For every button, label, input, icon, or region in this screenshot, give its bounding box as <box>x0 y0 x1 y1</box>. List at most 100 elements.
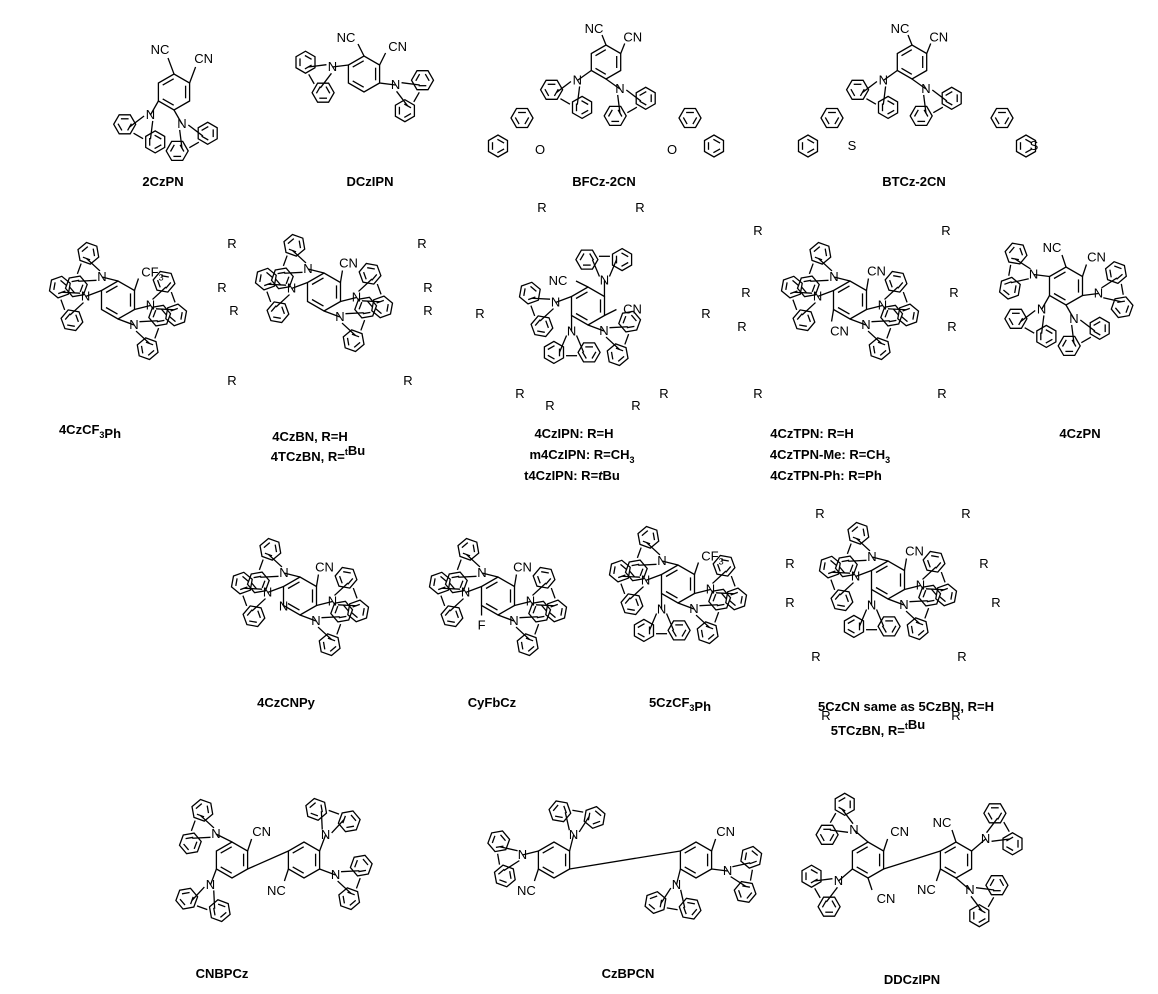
carbazole-nitrogen-label: N <box>834 873 843 888</box>
carbazole-nitrogen-label: N <box>861 317 870 332</box>
carbazole-nitrogen-label: N <box>921 81 930 96</box>
caption-5czcf3ph: 5CzCF3Ph <box>649 695 711 714</box>
nitrile-label: CN <box>830 324 849 339</box>
caption-czbpcn: CzBPCN <box>602 966 655 981</box>
caption-ddczipn: DDCzIPN <box>884 972 940 987</box>
carbazole-nitrogen-label: N <box>81 289 90 304</box>
substituent-r-label: R <box>815 506 824 521</box>
carbazole-nitrogen-label: N <box>129 317 138 332</box>
carbazole-nitrogen-label: N <box>303 261 312 276</box>
carbazole-nitrogen-label: N <box>328 59 337 74</box>
caption-5czcn: 5CzCN same as 5CzBN, R=H <box>818 699 994 714</box>
carbazole-nitrogen-label: N <box>615 81 624 96</box>
substituent-r-label: R <box>941 223 950 238</box>
caption-5tczbn: 5TCzBN, R=tBu <box>831 717 925 738</box>
carbazole-nitrogen-label: N <box>461 585 470 600</box>
substituent-r-label: R <box>635 200 644 215</box>
carbazole-nitrogen-label: N <box>829 269 838 284</box>
thiophene-sulfur-label: S <box>1030 138 1039 153</box>
carbazole-nitrogen-label: N <box>600 273 609 288</box>
carbazole-nitrogen-label: N <box>477 565 486 580</box>
substituent-r-label: R <box>785 556 794 571</box>
nitrile-label: CN <box>623 302 642 317</box>
caption-4cztpn-ph: 4CzTPN-Ph: R=Ph <box>770 468 882 483</box>
carbazole-nitrogen-label: N <box>573 73 582 88</box>
substituent-r-label: R <box>631 398 640 413</box>
substituent-r-label: R <box>537 200 546 215</box>
caption-dczipn: DCzIPN <box>347 174 394 189</box>
substituent-r-label: R <box>737 319 746 334</box>
carbazole-nitrogen-label: N <box>1029 267 1038 282</box>
caption-4czpn: 4CzPN <box>1059 426 1100 441</box>
nitrile-label: NC <box>151 42 170 57</box>
caption-btcz-2cn: BTCz-2CN <box>882 174 946 189</box>
nitrile-label: CN <box>877 891 896 906</box>
caption-4tczbn: 4TCzBN, R=tBu <box>271 443 365 464</box>
carbazole-nitrogen-label: N <box>335 309 344 324</box>
substituent-r-label: R <box>227 236 236 251</box>
substituent-r-label: R <box>423 280 432 295</box>
substituent-r-label: R <box>417 236 426 251</box>
carbazole-nitrogen-label: N <box>551 295 560 310</box>
nitrile-label: NC <box>337 30 356 45</box>
nitrile-label: CN <box>513 560 532 575</box>
nitrile-label: CN <box>623 30 642 45</box>
nitrile-label: NC <box>891 21 910 36</box>
substituent-r-label: R <box>947 319 956 334</box>
nitrile-label: CN <box>716 824 735 839</box>
substituent-r-label: R <box>957 649 966 664</box>
carbazole-nitrogen-label: N <box>1094 286 1103 301</box>
substituent-r-label: R <box>475 306 484 321</box>
nitrile-label: CN <box>339 256 358 271</box>
caption-4czbn: 4CzBN, R=H <box>272 429 348 444</box>
substituent-r-label: R <box>811 649 820 664</box>
nitrile-label: NC <box>585 21 604 36</box>
carbazole-nitrogen-label: N <box>879 73 888 88</box>
substituent-r-label: R <box>961 506 970 521</box>
carbazole-nitrogen-label: N <box>599 323 608 338</box>
caption-cnbpcz: CNBPCz <box>196 966 249 981</box>
carbazole-nitrogen-label: N <box>867 549 876 564</box>
carbazole-nitrogen-label: N <box>706 582 715 597</box>
caption-4czipn: 4CzIPN: R=H <box>534 426 613 441</box>
furan-oxygen-label: O <box>535 142 545 157</box>
substituent-r-label: R <box>227 373 236 388</box>
substituent-r-label: R <box>701 306 710 321</box>
substituent-r-label: R <box>991 595 1000 610</box>
carbazole-nitrogen-label: N <box>97 269 106 284</box>
substituent-r-label: R <box>403 373 412 388</box>
substituent-r-label: R <box>753 386 762 401</box>
nitrile-label: CN <box>867 264 886 279</box>
substituent-r-label: R <box>229 303 238 318</box>
carbazole-nitrogen-label: N <box>689 601 698 616</box>
carbazole-nitrogen-label: N <box>641 573 650 588</box>
carbazole-nitrogen-label: N <box>723 863 732 878</box>
pyridine-nitrogen-label: N <box>279 599 288 614</box>
carbazole-nitrogen-label: N <box>146 107 155 122</box>
carbazole-nitrogen-label: N <box>849 822 858 837</box>
substituent-r-label: R <box>741 285 750 300</box>
carbazole-nitrogen-label: N <box>1069 311 1078 326</box>
trifluoromethyl-label: CF3 <box>701 549 723 567</box>
caption-2czpn: 2CzPN <box>142 174 183 189</box>
nitrile-label: CN <box>252 824 271 839</box>
carbazole-nitrogen-label: N <box>211 826 220 841</box>
carbazole-nitrogen-label: N <box>657 553 666 568</box>
nitrile-label: NC <box>1043 240 1062 255</box>
nitrile-label: NC <box>267 883 286 898</box>
caption-cyfbcz: CyFbCz <box>468 695 517 710</box>
fluorine-label: F <box>478 618 486 633</box>
nitrile-label: CN <box>315 560 334 575</box>
carbazole-nitrogen-label: N <box>287 281 296 296</box>
nitrile-label: CN <box>905 544 924 559</box>
substituent-r-label: R <box>753 223 762 238</box>
nitrile-label: CN <box>1087 250 1106 265</box>
